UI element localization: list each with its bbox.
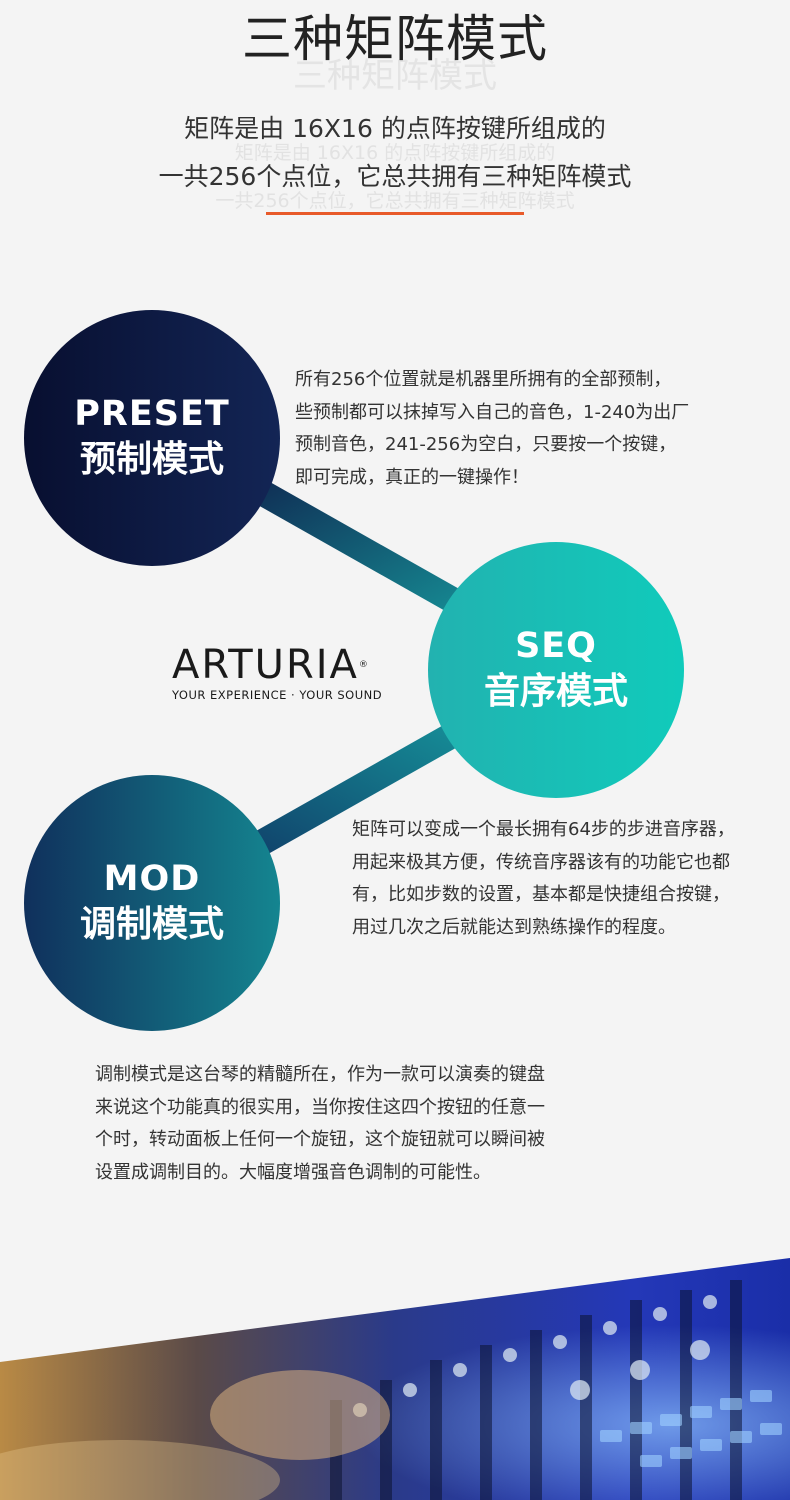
logo-wordmark: ARTURIA® [172, 644, 412, 686]
connector-seq-mod [233, 713, 477, 867]
desc-line: 即可完成，真正的一键操作！ [295, 466, 529, 488]
desc-line: 调制模式是这台琴的精髓所在，作为一款可以演奏的键盘 [95, 1064, 545, 1085]
mod-mode-circle: MOD 调制模式 [24, 775, 280, 1031]
subtitle-line2: 一共256个点位，它总共拥有三种矩阵模式 [158, 162, 632, 191]
desc-line: 个时，转动面板上任何一个旋钮，这个旋钮就可以瞬间被 [95, 1129, 545, 1150]
desc-line: 所有256个位置就是机器里所拥有的全部预制， [295, 369, 672, 390]
subtitle-shadow-line2: 一共256个点位，它总共拥有三种矩阵模式 [215, 190, 575, 212]
mixer-photo-image [0, 1258, 790, 1500]
seq-mode-description: 矩阵可以变成一个最长拥有64步的步进音序器， 用起来极其方便，传统音序器该有的功… [352, 814, 788, 944]
connector-preset-seq [233, 468, 477, 622]
preset-mode-description: 所有256个位置就是机器里所拥有的全部预制， 些预制都可以抹掉写入自己的音色，1… [295, 364, 735, 494]
logo-brand: ARTURIA [172, 642, 359, 688]
mod-mode-name-zh: 调制模式 [79, 904, 224, 945]
desc-line: 预制音色，241-256为空白，只要按一个按键， [295, 434, 677, 455]
desc-line: 用过几次之后就能达到熟练操作的程度。 [352, 916, 676, 938]
desc-line: 设置成调制目的。大幅度增强音色调制的可能性。 [95, 1161, 491, 1183]
seq-mode-name-zh: 音序模式 [483, 671, 628, 712]
seq-mode-name-en: SEQ [515, 626, 597, 666]
mod-mode-description: 调制模式是这台琴的精髓所在，作为一款可以演奏的键盘 来说这个功能真的很实用，当你… [95, 1059, 615, 1189]
preset-mode-circle: PRESET 预制模式 [24, 310, 280, 566]
subtitle-shadow-line1: 矩阵是由 16X16 的点阵按键所组成的 [234, 142, 556, 164]
mod-mode-name-en: MOD [103, 859, 201, 899]
seq-mode-circle: SEQ 音序模式 [428, 542, 684, 798]
desc-line: 用起来极其方便，传统音序器该有的功能它也都 [352, 851, 730, 873]
page-title: 三种矩阵模式 [242, 10, 548, 68]
desc-line: 矩阵可以变成一个最长拥有64步的步进音序器， [352, 819, 735, 840]
subtitle-line1: 矩阵是由 16X16 的点阵按键所组成的 [184, 114, 606, 143]
desc-line: 些预制都可以抹掉写入自己的音色，1-240为出厂 [295, 401, 690, 423]
desc-line: 来说这个功能真的很实用，当你按住这四个按钮的任意一 [95, 1096, 545, 1118]
title-underline [266, 212, 524, 215]
title-shadow: 三种矩阵模式 [293, 56, 497, 96]
logo-registered-mark: ® [358, 660, 368, 670]
logo-tagline: YOUR EXPERIENCE · YOUR SOUND [172, 688, 383, 702]
desc-line: 有，比如步数的设置，基本都是快捷组合按键， [352, 884, 730, 905]
arturia-logo: ARTURIA® YOUR EXPERIENCE · YOUR SOUND [172, 644, 412, 702]
preset-mode-name-en: PRESET [74, 394, 230, 434]
preset-mode-name-zh: 预制模式 [79, 439, 224, 480]
